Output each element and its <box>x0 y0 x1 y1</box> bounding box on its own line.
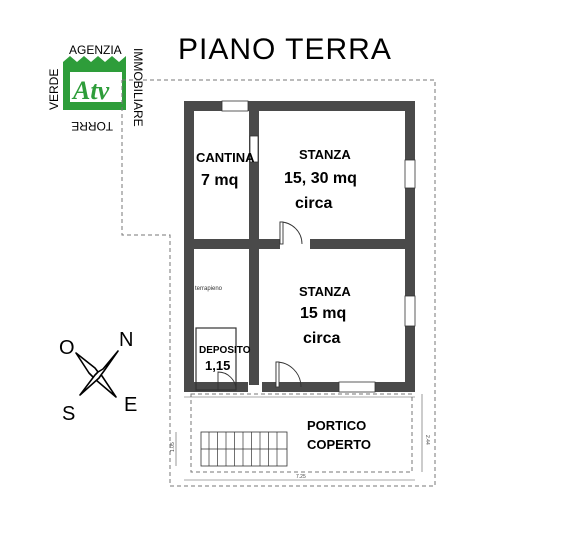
stanza1-note: circa <box>295 195 332 212</box>
dim-width: 7.25 <box>296 474 306 480</box>
doors <box>217 221 303 391</box>
cantina-name: CANTINA <box>196 150 255 165</box>
portico-line1: PORTICO <box>307 418 366 433</box>
logo-right-text: IMMOBILIARE <box>131 48 145 127</box>
logo-mark-bg <box>70 72 122 102</box>
windows <box>221 100 416 393</box>
compass-s: S <box>62 403 75 425</box>
compass-o: O <box>59 337 75 359</box>
compass-n: N <box>119 329 133 351</box>
page-title: PIANO TERRA <box>178 33 392 66</box>
property-boundary <box>121 79 436 487</box>
portico <box>190 393 413 473</box>
agency-logo: AGENZIA VERDE IMMOBILIARE TORRE Atv <box>47 43 145 133</box>
deposito-area: 1,15 <box>205 358 230 373</box>
terrapieno-label: terrapieno <box>195 286 223 292</box>
stanza2-area: 15 mq <box>300 305 346 322</box>
portico-line2: COPERTO <box>307 437 371 452</box>
dim-stairs: 1.05 <box>170 442 176 452</box>
logo-top-text: AGENZIA <box>69 43 122 57</box>
stanza2-name: STANZA <box>299 284 351 299</box>
dim-portico: 2.44 <box>424 435 430 445</box>
stanza1-area: 15, 30 mq <box>284 170 357 187</box>
deposito-outline <box>195 327 237 391</box>
logo-left-text: VERDE <box>47 69 61 110</box>
logo-bottom-text: TORRE <box>71 119 113 133</box>
cantina-area: 7 mq <box>201 172 238 189</box>
stairs <box>201 432 287 466</box>
stanza1-name: STANZA <box>299 147 351 162</box>
dimension-lines <box>175 394 423 481</box>
deposito-name: DEPOSITO <box>199 345 251 356</box>
stanza2-note: circa <box>303 330 340 347</box>
logo-mark: Atv <box>71 76 110 105</box>
walls <box>184 101 415 392</box>
compass-e: E <box>124 394 137 416</box>
compass-rose <box>75 350 119 398</box>
